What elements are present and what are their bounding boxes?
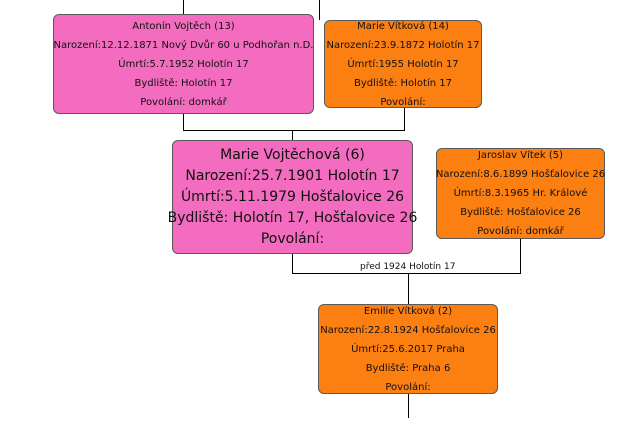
person-death: Úmrtí:5.7.1952 Holotín 17 xyxy=(118,58,249,70)
person-card-main[interactable]: Marie Vojtěchová (6) Narození:25.7.1901 … xyxy=(168,140,417,254)
person-birth: Narození:12.12.1871 Nový Dvůr 60 u Podho… xyxy=(53,39,314,51)
person-birth: Narození:25.7.1901 Holotín 17 xyxy=(185,167,400,184)
connector-line xyxy=(183,130,405,131)
person-name: Emilie Vítková (2) xyxy=(363,305,453,317)
person-card-spouse[interactable]: Jaroslav Vítek (5) Narození:8.6.1899 Hoš… xyxy=(436,148,605,239)
person-residence: Bydliště: Holotín 17 xyxy=(354,77,452,89)
person-birth: Narození:23.9.1872 Holotín 17 xyxy=(326,39,480,51)
connector-line xyxy=(408,394,409,418)
connector-line xyxy=(292,273,521,274)
person-occupation: Povolání: xyxy=(380,96,426,108)
person-residence: Bydliště: Praha 6 xyxy=(365,362,451,374)
person-residence: Bydliště: Hošťalovice 26 xyxy=(460,207,581,218)
person-occupation: Povolání: xyxy=(385,381,431,393)
connector-line xyxy=(292,130,293,140)
person-death: Úmrtí:25.6.2017 Praha xyxy=(351,343,465,355)
person-name: Jaroslav Vítek (5) xyxy=(477,150,564,161)
connector-line xyxy=(292,254,293,273)
person-occupation: Povolání: domkář xyxy=(140,96,227,108)
person-death: Úmrtí:8.3.1965 Hr. Králové xyxy=(453,188,588,199)
connector-line xyxy=(183,0,184,14)
person-birth: Narození:22.8.1924 Hošťalovice 26 xyxy=(320,324,496,336)
person-occupation: Povolání: xyxy=(260,230,325,247)
person-card-father[interactable]: Antonín Vojtěch (13) Narození:12.12.1871… xyxy=(53,14,314,114)
person-name: Marie Vojtěchová (6) xyxy=(220,146,365,163)
marriage-label: před 1924 Holotín 17 xyxy=(360,262,456,273)
person-birth: Narození:8.6.1899 Hošťalovice 26 xyxy=(435,169,606,180)
connector-line xyxy=(520,239,521,273)
connector-line xyxy=(183,113,184,130)
person-name: Marie Vítková (14) xyxy=(357,20,449,32)
person-card-mother[interactable]: Marie Vítková (14) Narození:23.9.1872 Ho… xyxy=(324,20,482,108)
person-death: Úmrtí:1955 Holotín 17 xyxy=(347,58,459,70)
connector-line xyxy=(319,0,320,20)
connector-line xyxy=(404,108,405,130)
person-card-child[interactable]: Emilie Vítková (2) Narození:22.8.1924 Ho… xyxy=(318,304,498,394)
person-death: Úmrtí:5.11.1979 Hošťalovice 26 xyxy=(180,188,405,205)
person-residence: Bydliště: Holotín 17 xyxy=(134,77,233,89)
person-residence: Bydliště: Holotín 17, Hošťalovice 26 xyxy=(167,209,418,226)
person-name: Antonín Vojtěch (13) xyxy=(132,20,235,32)
connector-line xyxy=(408,273,409,304)
person-occupation: Povolání: domkář xyxy=(477,226,564,237)
